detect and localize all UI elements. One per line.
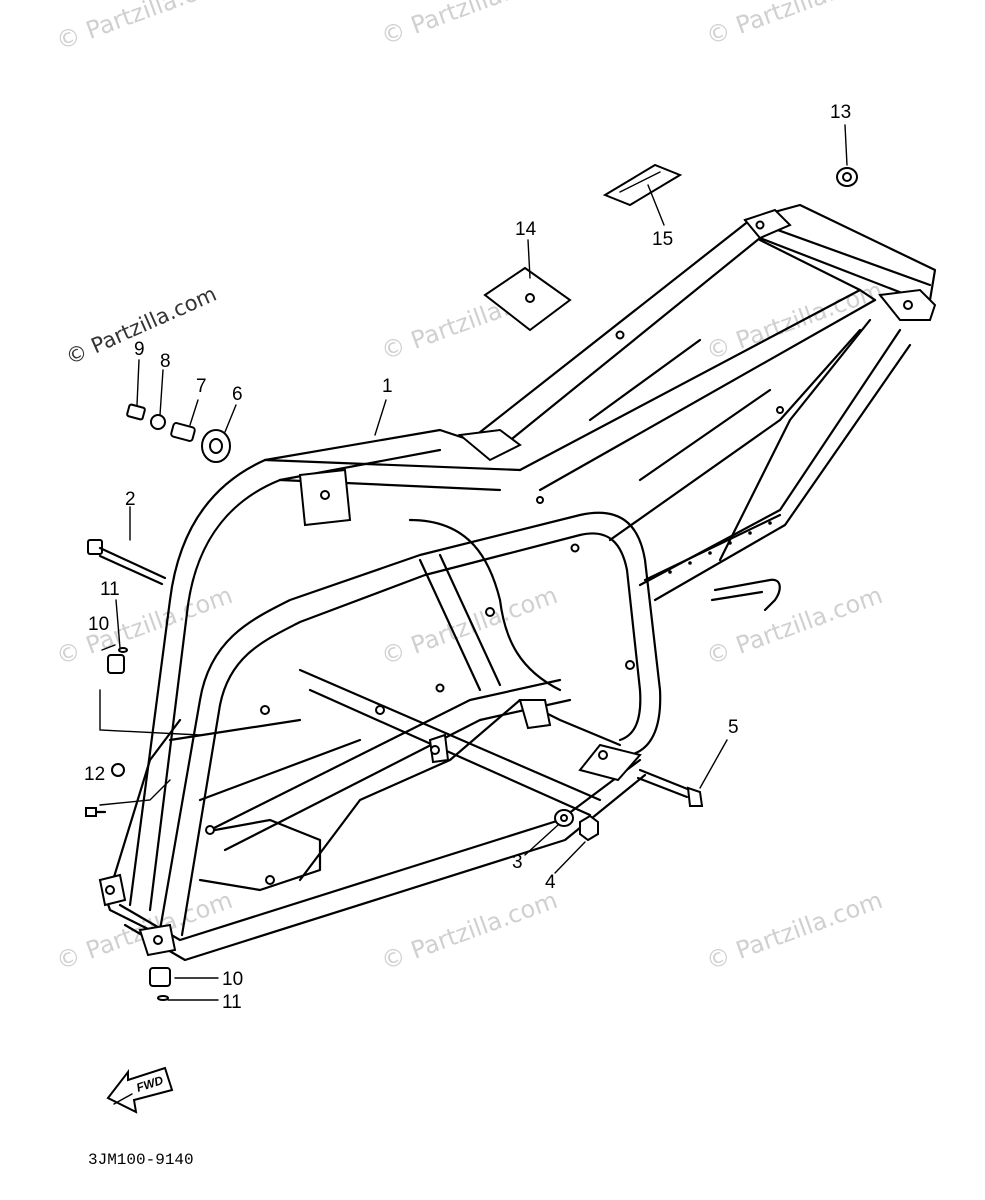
part-5-bolt xyxy=(636,768,704,807)
callout-11-lower: 11 xyxy=(222,992,242,1013)
callout-12: 12 xyxy=(84,764,105,785)
main-frame xyxy=(98,203,937,962)
parts-3-4-washer-nut xyxy=(554,809,599,842)
part-14-pad xyxy=(483,266,572,332)
watermark: © Partzilla.com xyxy=(52,581,236,671)
parts-10-11-upper xyxy=(107,647,128,674)
part-12-screw xyxy=(85,807,107,817)
callout-10-lower: 10 xyxy=(222,969,243,990)
watermark: © Partzilla.com xyxy=(702,886,886,976)
watermark: © Partzilla.com xyxy=(377,886,561,976)
watermark: © Partzilla.com xyxy=(702,0,886,51)
part-13-grommet xyxy=(836,167,858,187)
callout-4: 4 xyxy=(545,872,556,893)
watermark: © Partzilla.com xyxy=(52,0,236,56)
part-2-bolt xyxy=(87,539,167,586)
callout-10-upper: 10 xyxy=(88,614,109,635)
callout-7: 7 xyxy=(196,376,207,397)
callout-13: 13 xyxy=(830,102,851,123)
diagram-code: 3JM100-9140 xyxy=(88,1151,194,1169)
parts-10-11-lower xyxy=(149,967,171,1001)
callout-11-upper: 11 xyxy=(100,579,120,600)
parts-6-9-bushings xyxy=(126,403,231,463)
forward-arrow: FWD xyxy=(106,1066,174,1114)
callout-6: 6 xyxy=(232,384,243,405)
leader-lines xyxy=(99,124,848,1001)
callout-2: 2 xyxy=(125,489,136,510)
callout-9: 9 xyxy=(134,339,145,360)
callout-3: 3 xyxy=(512,852,523,873)
watermark: © Partzilla.com xyxy=(377,0,561,51)
callouts: 1 2 3 4 5 6 7 8 9 10 11 12 10 11 13 14 1… xyxy=(84,102,851,1013)
watermark: © Partzilla.com xyxy=(377,581,561,671)
callout-1: 1 xyxy=(382,376,393,397)
callout-5: 5 xyxy=(728,717,739,738)
callout-8: 8 xyxy=(160,351,171,372)
callout-14: 14 xyxy=(515,219,537,240)
callout-15: 15 xyxy=(652,229,673,250)
part-15-plate xyxy=(602,163,683,207)
watermark: © Partzilla.com xyxy=(702,581,886,671)
